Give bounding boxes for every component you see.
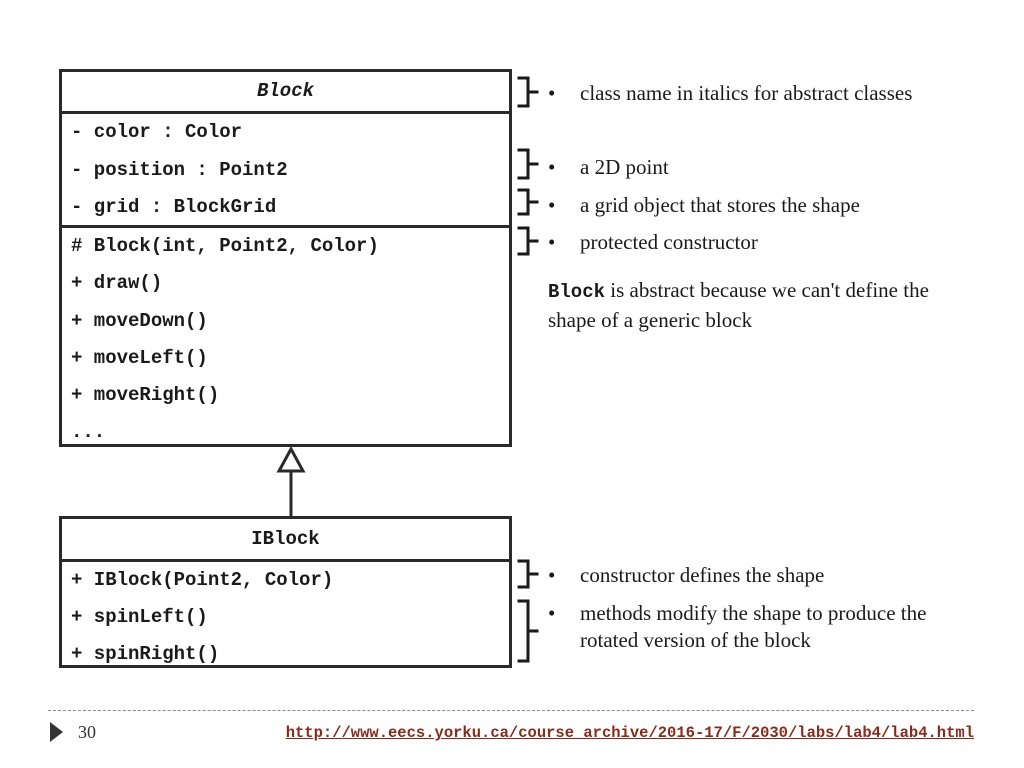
block-name-section: Block [62,72,509,111]
note-constructor-shape-text: constructor defines the shape [580,563,825,587]
note-point-text: a 2D point [580,155,669,179]
note-grid: • a grid object that stores the shape [548,192,980,219]
bullet: • [548,230,556,254]
note-point: • a 2D point [548,154,980,181]
iblock-class-name: IBlock [251,528,320,550]
operation-constructor: # Block(int, Point2, Color) [71,235,379,257]
operation-ellipsis: ... [71,421,106,444]
brace-icon [517,559,539,589]
note-constructor-shape: • constructor defines the shape [548,562,980,589]
note-grid-text: a grid object that stores the shape [580,193,860,217]
brace-icon [517,226,539,256]
note-methods: • methods modify the shape to produce th… [548,600,960,654]
bullet: • [548,155,556,179]
iblock-operations-section: + IBlock(Point2, Color) + spinLeft() + s… [62,559,509,673]
block-operations-section: # Block(int, Point2, Color) + draw() + m… [62,225,509,452]
operation-move-down: + moveDown() [71,309,208,332]
operation-spin-right: + spinRight() [71,643,220,665]
footer-divider [48,710,974,711]
note-italics: • class name in italics for abstract cla… [548,80,980,107]
note-italics-text: class name in italics for abstract class… [580,81,913,105]
operation-move-left: + moveLeft() [71,346,208,369]
attribute-position: - position : Point2 [71,158,288,181]
source-link[interactable]: http://www.eecs.yorku.ca/course_archive/… [285,724,974,742]
note-protected-text: protected constructor [580,230,758,254]
brace-icon [517,148,539,180]
bullet: • [548,193,556,217]
abstract-explanation: Block is abstract because we can't defin… [548,276,978,334]
brace-icon [517,188,539,216]
code-block-name: Block [548,281,606,303]
slide-arrow-icon [50,722,63,742]
block-class-name: Block [256,80,314,102]
operation-move-right: + moveRight() [71,384,220,407]
bullet: • [548,601,556,625]
note-methods-text: methods modify the shape to produce the … [580,601,927,652]
iblock-class-box: IBlock + IBlock(Point2, Color) + spinLef… [59,516,512,668]
attribute-grid: - grid : BlockGrid [71,196,277,218]
iblock-name-section: IBlock [62,519,509,559]
bullet: • [548,563,556,587]
operation-draw: + draw() [71,272,163,295]
brace-icon [517,76,539,108]
operation-iblock-constructor: + IBlock(Point2, Color) [71,569,334,591]
attribute-color: - color : Color [71,121,243,143]
block-attributes-section: - color : Color - position : Point2 - gr… [62,111,509,225]
bullet: • [548,81,556,105]
inheritance-arrow [276,445,306,516]
block-class-box: Block - color : Color - position : Point… [59,69,512,447]
page-number: 30 [78,722,96,742]
operation-spin-left: + spinLeft() [71,606,208,628]
note-protected: • protected constructor [548,229,980,256]
abstract-explanation-text: is abstract because we can't define the … [548,278,929,332]
brace-icon [517,599,539,663]
